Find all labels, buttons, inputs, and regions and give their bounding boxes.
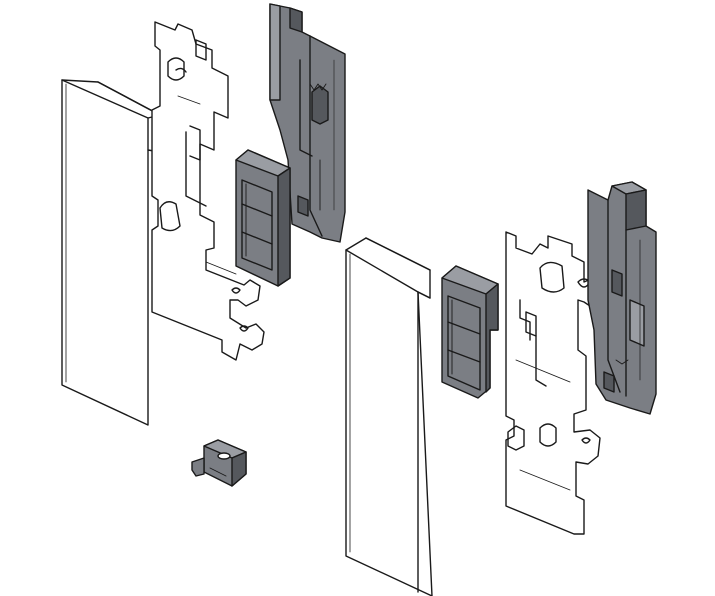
small-clip-connector xyxy=(191,439,247,487)
left-back-plastic-holder xyxy=(269,3,346,243)
right-back-plastic-holder xyxy=(587,181,657,415)
left-front-panel-cover xyxy=(61,79,161,426)
right-front-panel-cover xyxy=(345,237,433,596)
left-front-fixing-bracket xyxy=(151,21,265,361)
left-inner-plastic-insert xyxy=(235,149,291,287)
right-front-fixing-bracket xyxy=(505,231,605,535)
right-inner-plastic-insert xyxy=(441,265,499,399)
